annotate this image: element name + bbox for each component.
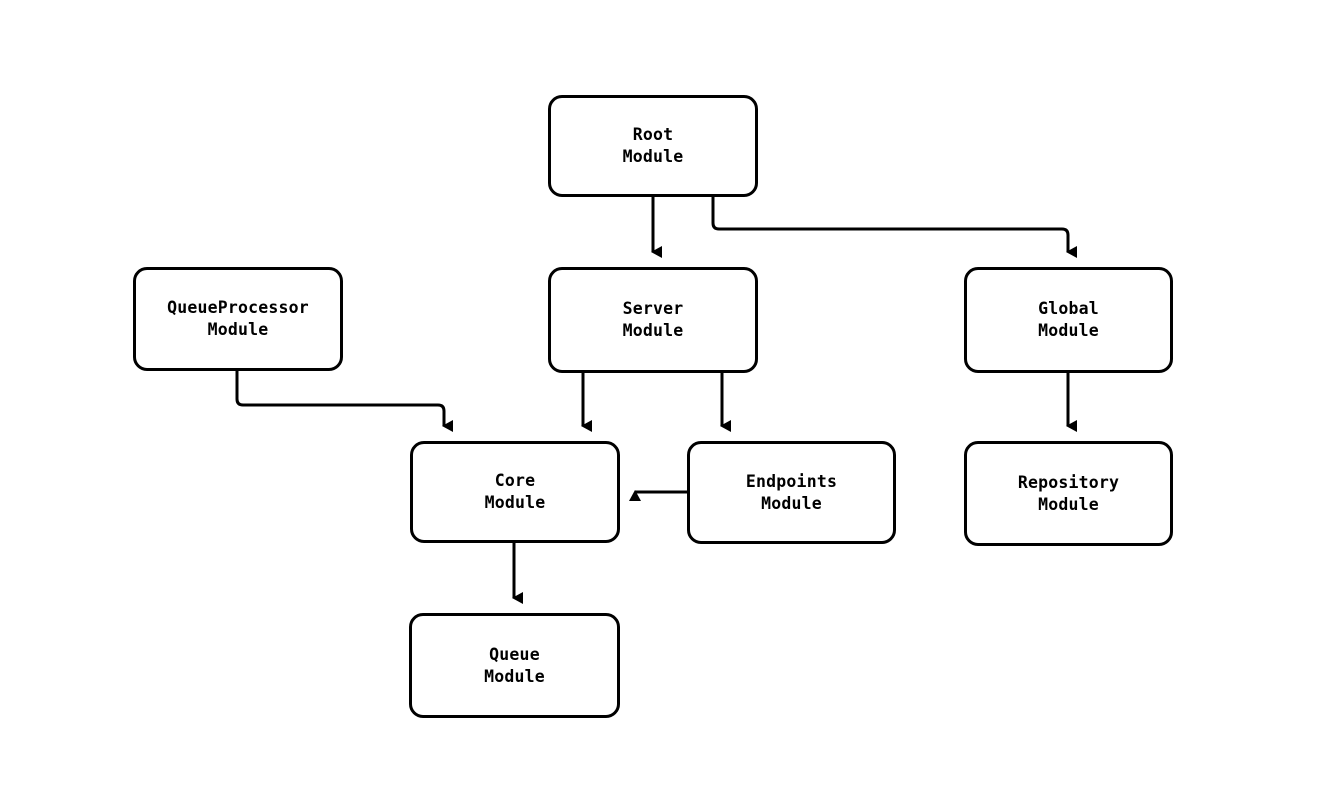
node-label-server: Server Module	[622, 299, 684, 340]
node-queue[interactable]: Queue Module	[409, 613, 620, 718]
node-repository[interactable]: Repository Module	[964, 441, 1173, 546]
node-server[interactable]: Server Module	[548, 267, 758, 373]
node-root[interactable]: Root Module	[548, 95, 758, 197]
edge-root-global	[711, 197, 1077, 258]
node-endpoints[interactable]: Endpoints Module	[687, 441, 896, 544]
edge-queueprocessor-core	[235, 371, 453, 432]
node-label-core: Core Module	[484, 471, 546, 512]
node-label-queue: Queue Module	[484, 644, 545, 686]
node-label-root: Root Module	[622, 125, 684, 166]
node-label-endpoints: Endpoints Module	[745, 471, 838, 513]
node-label-global: Global Module	[1038, 299, 1099, 340]
edges-group	[235, 197, 1077, 604]
node-queueprocessor[interactable]: QueueProcessor Module	[133, 267, 343, 371]
node-core[interactable]: Core Module	[410, 441, 620, 543]
node-label-queueprocessor: QueueProcessor Module	[167, 298, 309, 339]
node-global[interactable]: Global Module	[964, 267, 1173, 373]
node-label-repository: Repository Module	[1017, 472, 1120, 514]
